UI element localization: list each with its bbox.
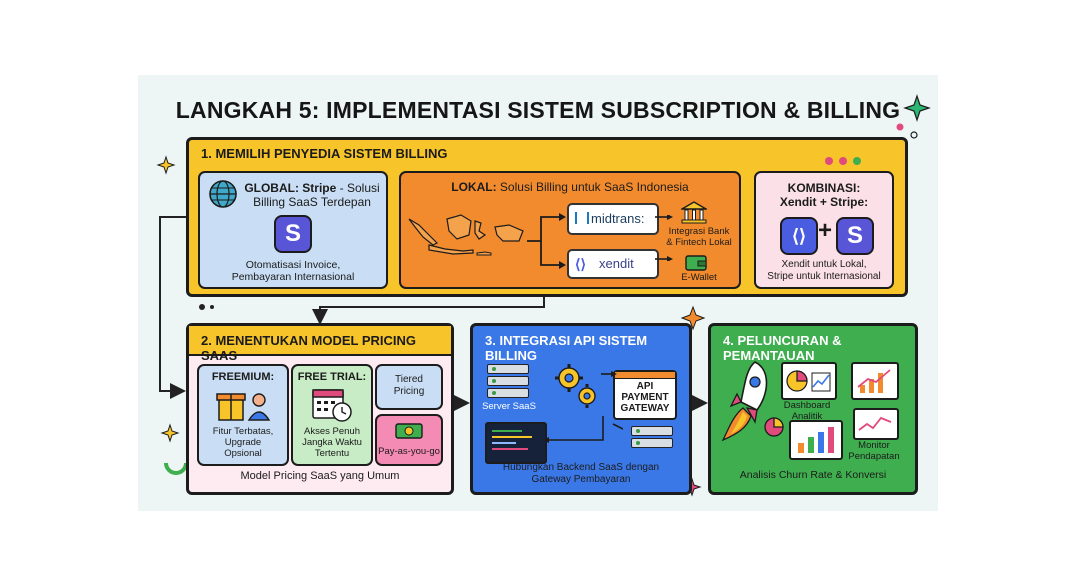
kombinasi-heading: KOMBINASI: Xendit + Stripe: bbox=[779, 181, 869, 209]
local-heading: LOKAL: Solusi Billing untuk SaaS Indones… bbox=[451, 180, 689, 194]
logo-arrows bbox=[655, 215, 673, 261]
panel-launch-monitoring: 4. PELUNCURAN & PEMANTAUAN Dashboard Ana… bbox=[708, 323, 918, 495]
infographic-canvas: LANGKAH 5: IMPLEMENTASI SISTEM SUBSCRIPT… bbox=[138, 75, 938, 511]
midtrans-mark-icon bbox=[575, 212, 589, 224]
growth-chart-icon bbox=[851, 362, 899, 400]
code-terminal-icon bbox=[485, 422, 547, 464]
freemium-card: FREEMIUM: Fitur Terbatas, Upgrade Opsion… bbox=[197, 364, 289, 466]
money-icon bbox=[395, 423, 423, 439]
indonesia-map-icon bbox=[408, 214, 524, 256]
panel-4-title: 4. PELUNCURAN & PEMANTAUAN bbox=[723, 333, 842, 363]
global-stripe-card: GLOBAL: Stripe - Solusi Billing SaaS Ter… bbox=[198, 171, 388, 289]
free-trial-description: Akses Penuh Jangka Waktu Tertentu bbox=[302, 426, 362, 459]
tiered-pricing-card: Tiered Pricing bbox=[375, 364, 443, 410]
panel-2-title: 2. MENENTUKAN MODEL PRICING SAAS bbox=[201, 333, 416, 363]
local-billing-card: LOKAL: Solusi Billing untuk SaaS Indones… bbox=[399, 171, 741, 289]
monitor-label: Monitor Pendapatan bbox=[848, 440, 900, 462]
dashboard-chart-icon bbox=[781, 362, 837, 400]
payment-gateway-box: API PAYMENT GATEWAY bbox=[613, 370, 677, 420]
dashboard-label: Dashboard Analitik bbox=[783, 400, 831, 422]
panel-api-integration: 3. INTEGRASI API SISTEM BILLING Server S… bbox=[470, 323, 692, 495]
flow-connectors bbox=[156, 94, 931, 497]
global-heading: GLOBAL: Stripe - Solusi Billing SaaS Ter… bbox=[244, 181, 380, 209]
global-caption: Otomatisasi Invoice, Pembayaran Internas… bbox=[231, 259, 355, 283]
stripe-logo-icon: S bbox=[836, 217, 874, 255]
launch-caption: Analisis Churn Rate & Konversi bbox=[739, 469, 887, 481]
freemium-description: Fitur Terbatas, Upgrade Opsional bbox=[212, 426, 274, 459]
xendit-logo: ⟨⟩ xendit bbox=[567, 249, 659, 279]
panel-1-title: 1. MEMILIH PENYEDIA SISTEM BILLING bbox=[201, 146, 448, 161]
window-dots bbox=[825, 152, 861, 170]
pie-chart-icon bbox=[764, 417, 784, 437]
panel-billing-provider: 1. MEMILIH PENYEDIA SISTEM BILLING GLOBA… bbox=[186, 137, 908, 297]
stripe-logo-icon: S bbox=[274, 215, 312, 253]
kombinasi-card: KOMBINASI: Xendit + Stripe: ⟨⟩ + S Xendi… bbox=[754, 171, 894, 289]
bar-chart-icon bbox=[789, 420, 843, 460]
branch-arrows bbox=[527, 213, 566, 269]
bank-caption: Integrasi Bank & Fintech Lokal bbox=[666, 226, 732, 248]
api-flow-arrows bbox=[543, 371, 623, 443]
calendar-clock-icon bbox=[312, 389, 352, 422]
wallet-icon bbox=[685, 255, 707, 271]
gears-icon bbox=[555, 364, 596, 408]
pay-as-you-go-card: Pay-as-you-go bbox=[375, 414, 443, 466]
midtrans-logo: midtrans: bbox=[567, 203, 659, 235]
plus-sign: + bbox=[818, 217, 833, 244]
server-label: Server SaaS bbox=[482, 401, 536, 412]
panel-3-title: 3. INTEGRASI API SISTEM BILLING bbox=[485, 333, 648, 363]
xendit-mark-icon: ⟨⟩ bbox=[575, 256, 586, 272]
api-caption: Hubungkan Backend SaaS dengan Gateway Pe… bbox=[502, 462, 660, 485]
kombinasi-caption: Xendit untuk Lokal, Stripe untuk Interna… bbox=[767, 259, 881, 282]
gift-user-icon bbox=[216, 393, 271, 421]
rocket-icon bbox=[721, 361, 768, 442]
revenue-monitor-icon bbox=[853, 408, 899, 440]
globe-icon bbox=[209, 180, 237, 208]
ewallet-label: E-Wallet bbox=[681, 272, 717, 283]
page-title: LANGKAH 5: IMPLEMENTASI SISTEM SUBSCRIPT… bbox=[175, 97, 901, 123]
pricing-caption: Model Pricing SaaS yang Umum bbox=[240, 470, 400, 482]
free-trial-card: FREE TRIAL: Akses Penuh Jangka Waktu Ter… bbox=[291, 364, 373, 466]
xendit-logo-icon: ⟨⟩ bbox=[780, 217, 818, 255]
bank-icon bbox=[681, 201, 707, 224]
panel-pricing-model: 2. MENENTUKAN MODEL PRICING SAAS FREEMIU… bbox=[186, 323, 454, 495]
